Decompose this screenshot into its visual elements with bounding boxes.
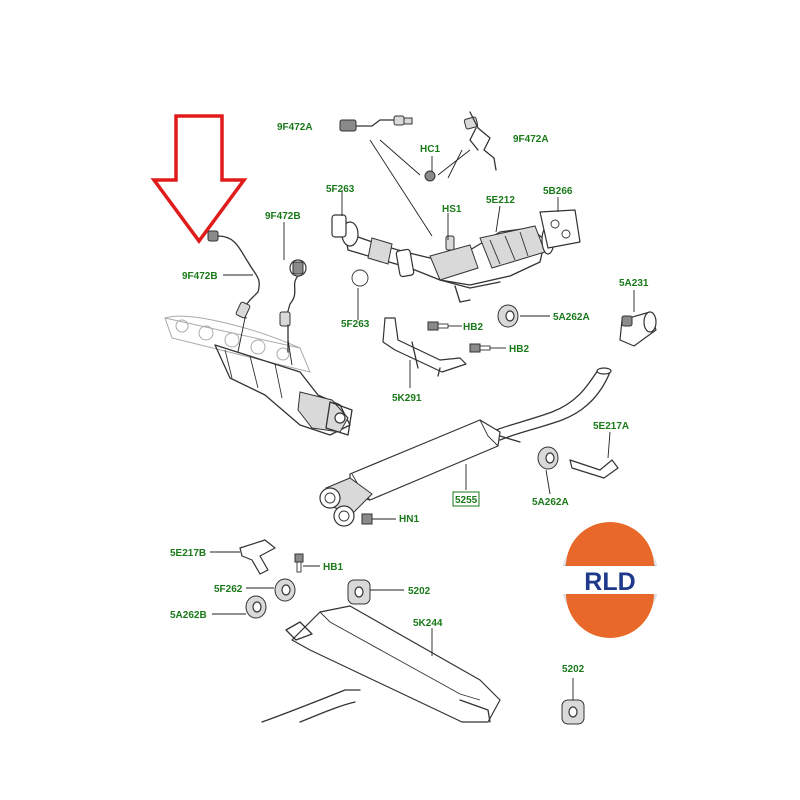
label-5k291: 5K291 [392,393,422,404]
bracket-5e217b [239,539,276,575]
label-5a231: 5A231 [619,278,649,289]
label-5202-lower: 5202 [562,664,585,675]
label-hb2-a: HB2 [463,322,483,333]
label-5f263-lower: 5F263 [341,319,370,330]
label-5k244: 5K244 [413,618,443,629]
label-5f262: 5F262 [214,584,243,595]
bolt-hb2-b [469,343,491,353]
logo-text: RLD [584,568,635,596]
label-5e212: 5E212 [486,195,515,206]
heatshield-5b266-icon [539,209,581,249]
label-9f472b-top: 9F472B [265,211,301,222]
rear-muffler-5k244 [261,605,501,723]
label-hc1: HC1 [420,144,440,155]
bolt-hb2-a [427,321,449,331]
label-hb2-b: HB2 [509,344,529,355]
rld-logo: RLD [560,522,660,638]
red-down-arrow [150,114,248,244]
label-5a262a-lower: 5A262A [532,497,569,508]
bolt-hb1 [294,553,304,573]
label-5e217b: 5E217B [170,548,206,559]
label-9f472b-left: 9F472B [182,271,218,282]
label-5b266: 5B266 [543,186,573,197]
label-5202-upper: 5202 [408,586,431,597]
mount-5a262a-lower [537,446,559,470]
label-9f472a-right: 9F472A [513,134,549,145]
label-5e217a: 5E217A [593,421,629,432]
mount-5a262b [245,595,267,619]
label-5f263-upper: 5F263 [326,184,355,195]
nut-hn1 [361,513,373,525]
label-5255: 5255 [455,495,478,506]
gasket-upper-icon [331,214,347,238]
label-5255-box [452,491,480,507]
label-hb1: HB1 [323,562,343,573]
label-hn1: HN1 [399,514,419,525]
label-hs1: HS1 [442,204,462,215]
exhaust-manifold-left [164,315,353,436]
label-5a262b: 5A262B [170,610,207,621]
o2-sensors-9f472a [339,111,497,251]
mount-5202-lower [561,699,585,725]
label-9f472a-left: 9F472A [277,122,313,133]
o2-sensor-9f472b-left [207,230,260,319]
mount-5a262a-upper [497,304,519,328]
gasket-lower-icon [351,269,369,287]
tailpipe-5a231 [619,311,657,347]
o2-sensor-9f472b-right [279,259,307,353]
bracket-5k291 [382,317,467,373]
bracket-5e217a [569,459,619,479]
flange-gasket [395,248,415,278]
insulator-5f262 [274,578,296,602]
intermediate-pipe-5255 [319,367,612,527]
mount-5202-upper [347,579,371,605]
label-5a262a-upper: 5A262A [553,312,590,323]
